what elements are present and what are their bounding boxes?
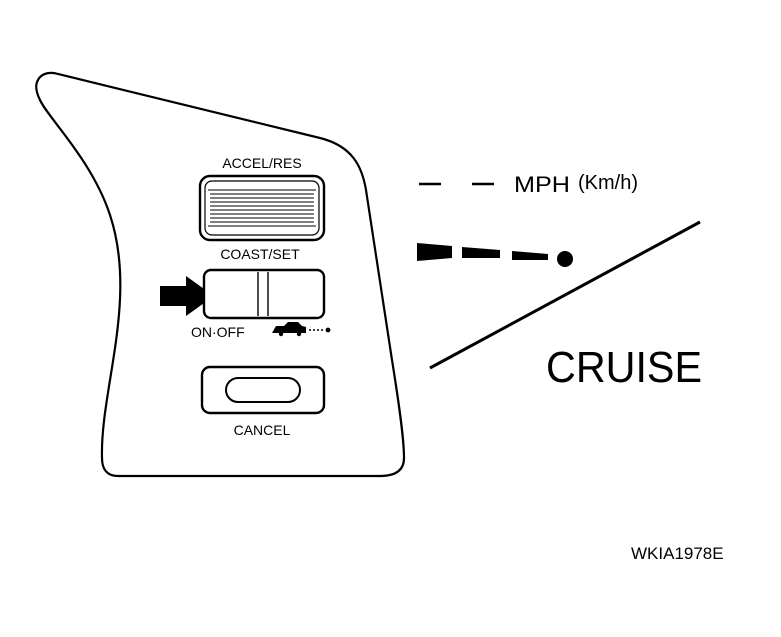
speed-unit-mph: MPH xyxy=(514,172,570,197)
figure-code: WKIA1978E xyxy=(631,544,724,563)
on-off-arrow-icon xyxy=(160,276,214,316)
accel-coast-rocker-switch[interactable] xyxy=(198,174,326,242)
switch-housing xyxy=(35,71,406,478)
cancel-button[interactable] xyxy=(200,365,326,415)
coast-set-label: COAST/SET xyxy=(220,246,300,262)
cruise-car-icon xyxy=(272,322,331,337)
rocker-grip-ridges xyxy=(210,193,314,223)
cancel-label: CANCEL xyxy=(234,422,291,438)
on-off-label: ON·OFF xyxy=(191,324,245,340)
accel-res-label: ACCEL/RES xyxy=(222,155,301,171)
on-off-switch[interactable] xyxy=(202,268,326,320)
speedometer-needle xyxy=(417,243,573,267)
instrument-panel-edge xyxy=(429,220,701,370)
speed-unit-legend: MPH (Km/h) xyxy=(419,172,638,197)
cruise-indicator-label: CRUISE xyxy=(546,343,702,392)
speed-unit-kmh: (Km/h) xyxy=(578,172,638,194)
